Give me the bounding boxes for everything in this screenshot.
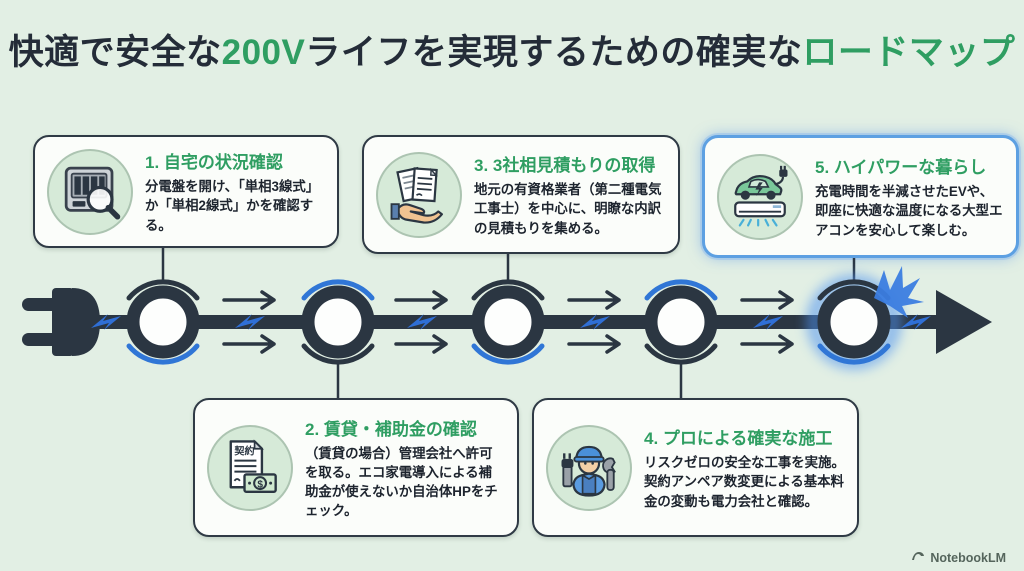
- step-title: 1. 自宅の状況確認: [145, 153, 283, 173]
- timeline-node-4: [644, 279, 718, 365]
- step-body: （賃貸の場合）管理会社へ許可を取る。エコ家電導入による補助金が使えないか自治体H…: [305, 445, 498, 519]
- ev-aircon-icon: [717, 153, 803, 240]
- step-card-1: 1. 自宅の状況確認 分電盤を開け、「単相3線式」か「単相2線式」かを確認する。: [33, 135, 339, 248]
- notebooklm-watermark: NotebookLM: [911, 550, 1006, 565]
- contract-money-icon: 契約 $: [207, 424, 293, 511]
- timeline-node-1: [126, 279, 200, 365]
- spark-icon: [874, 266, 924, 318]
- step-title: 5. ハイパワーな暮らし: [815, 158, 987, 178]
- timeline: [22, 248, 992, 398]
- hand-documents-icon: [376, 151, 462, 238]
- notebooklm-logo-icon: [911, 550, 925, 565]
- step-body: 分電盤を開け、「単相3線式」か「単相2線式」かを確認する。: [145, 179, 320, 233]
- step-body: 地元の有資格業者（第二種電気工事士）を中心に、明瞭な内訳の見積もりを集める。: [474, 182, 662, 236]
- timeline-node-2: [301, 279, 375, 365]
- money-symbol: $: [257, 479, 263, 490]
- step-card-5: 5. ハイパワーな暮らし 充電時間を半減させたEVや、即座に快適な温度になる大型…: [702, 135, 1019, 258]
- step-title: 2. 賃貸・補助金の確認: [305, 419, 477, 439]
- title-segment: ライフを実現するための確実な: [305, 33, 803, 72]
- bolt-icons: [91, 314, 931, 330]
- timeline-arrowhead: [936, 290, 992, 354]
- step-title: 3. 3社相見積もりの取得: [474, 156, 656, 176]
- title-segment: 快適で安全な: [8, 33, 222, 72]
- step-body: リスクゼロの安全な工事を実施。契約アンペア数変更による基本料金の変動も電力会社と…: [644, 455, 845, 509]
- watermark-label: NotebookLM: [930, 550, 1006, 565]
- step-body: 充電時間を半減させたEVや、即座に快適な温度になる大型エアコンを安心して楽しむ。: [815, 184, 1003, 238]
- step-title: 4. プロによる確実な施工: [644, 429, 833, 449]
- flow-arrows: [222, 290, 794, 354]
- title-highlight-roadmap: ロードマップ: [802, 33, 1016, 72]
- timeline-node-5: [817, 279, 891, 365]
- title-highlight-200v: 200V: [221, 33, 306, 72]
- timeline-node-3: [471, 279, 545, 365]
- breaker-panel-magnifier-icon: [47, 148, 133, 235]
- page-title: 快適で安全な200Vライフを実現するための確実なロードマップ: [0, 24, 1024, 75]
- electrician-icon: [546, 424, 632, 511]
- step-card-4: 4. プロによる確実な施工 リスクゼロの安全な工事を実施。契約アンペア数変更によ…: [532, 398, 859, 537]
- step-card-3: 3. 3社相見積もりの取得 地元の有資格業者（第二種電気工事士）を中心に、明瞭な…: [362, 135, 680, 254]
- step-card-2: 契約 $ 2. 賃貸・補助金の確認 （賃貸の場合）管理会社へ許可を取る。エコ家電…: [193, 398, 519, 537]
- plug-icon: [22, 288, 100, 356]
- contract-label: 契約: [233, 444, 254, 457]
